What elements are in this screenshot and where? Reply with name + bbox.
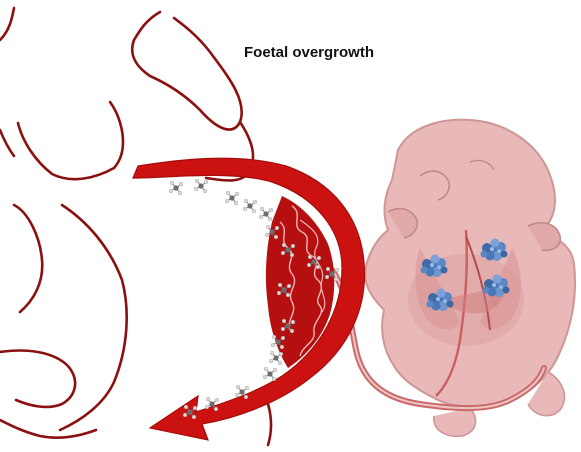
mother-outline (0, 8, 271, 445)
diagram-title: Foetal overgrowth (244, 44, 374, 61)
foetus-illustration (365, 120, 575, 437)
